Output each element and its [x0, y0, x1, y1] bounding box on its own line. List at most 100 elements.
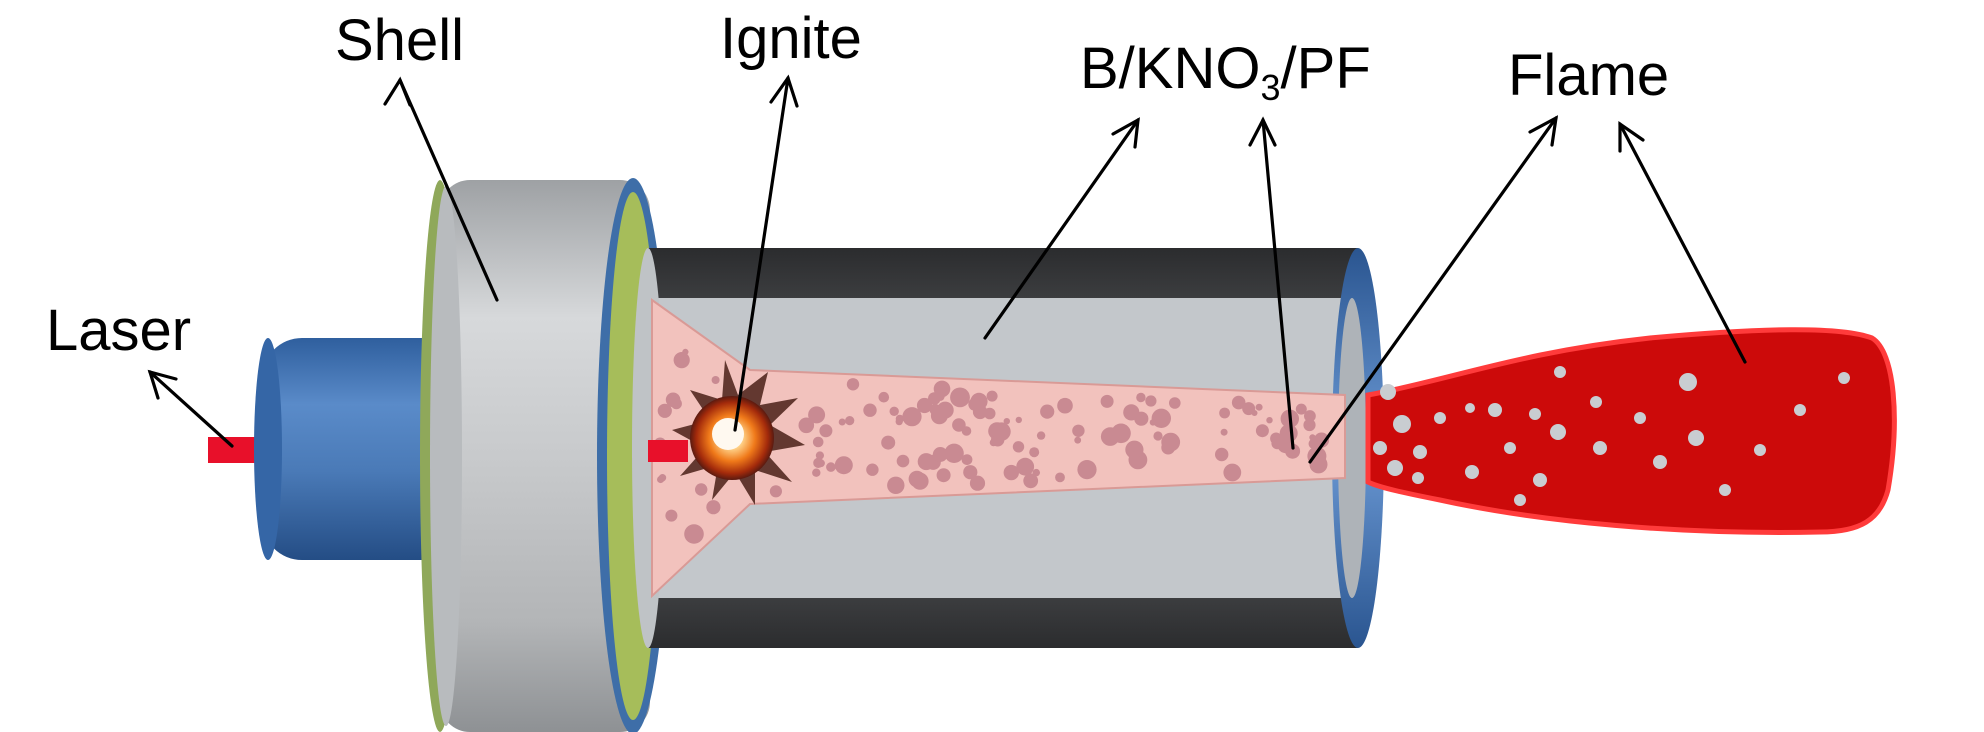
propellant-particle [1074, 436, 1082, 444]
arrow-ignite [733, 74, 799, 432]
propellant-particle [908, 470, 926, 488]
propellant-particles [653, 348, 1330, 544]
propellant-particle [935, 391, 945, 401]
propellant-particle [1153, 431, 1163, 441]
propellant-particle [1161, 432, 1181, 452]
propellant-particle [895, 414, 904, 423]
arrow-propellant-1 [983, 117, 1140, 340]
propellant-particle [1055, 472, 1065, 483]
propellant-particle [1279, 424, 1298, 443]
propellant-particle [1029, 447, 1040, 458]
propellant-particle [986, 390, 998, 402]
propellant-particle [846, 378, 860, 391]
propellant-particle [1308, 438, 1320, 450]
propellant-particle [809, 409, 822, 422]
arrow-flame-1 [1308, 115, 1559, 464]
propellant-particle [863, 403, 877, 417]
propellant-particle [1231, 395, 1246, 410]
propellant-particle [917, 453, 935, 471]
propellant-particle [813, 457, 824, 468]
propellant-particle [1111, 423, 1131, 444]
label-propellant-main: B/KNO [1080, 36, 1261, 101]
propellant-particle [902, 407, 922, 427]
propellant-particle [812, 468, 821, 477]
arrow-propellant-2 [1248, 116, 1295, 450]
propellant-particle [1012, 441, 1025, 453]
propellant-particle [1003, 464, 1019, 481]
label-flame: Flame [1508, 43, 1669, 108]
label-propellant-tail: /PF [1281, 36, 1371, 101]
propellant-particle [1072, 424, 1085, 437]
propellant-particle [838, 418, 846, 426]
propellant-particle [769, 485, 783, 498]
propellant-particle [936, 401, 954, 419]
propellant-particle [1032, 468, 1041, 477]
propellant-particle [1036, 431, 1046, 440]
propellant-particle [815, 451, 825, 460]
propellant-particle [1145, 395, 1157, 407]
propellant-particle [798, 417, 815, 434]
label-propellant: B/KNO3/PF [1080, 36, 1371, 108]
propellant-particle [1223, 463, 1242, 482]
propellant-particle [969, 475, 986, 491]
label-laser: Laser [46, 298, 191, 363]
propellant-particle [658, 474, 667, 482]
arrow-laser [147, 369, 234, 448]
propellant-particle [1015, 416, 1022, 424]
propellant-particle [896, 454, 910, 468]
label-shell: Shell [335, 8, 464, 73]
propellant-particle [665, 509, 678, 522]
arrow-shell [383, 76, 499, 302]
propellant-particle [819, 424, 833, 438]
leader-arrows [147, 74, 1747, 464]
propellant-particle [889, 406, 899, 416]
propellant-particle [991, 424, 1005, 439]
propellant-particle [1016, 457, 1035, 476]
propellant-particle [878, 391, 890, 403]
propellant-particle [963, 465, 978, 480]
label-ignite: Ignite [720, 6, 862, 71]
propellant-particle [1215, 447, 1229, 462]
propellant-particle [936, 468, 951, 483]
propellant-particle [1040, 404, 1055, 419]
propellant-particle [1303, 418, 1316, 432]
propellant-particle [1266, 417, 1273, 424]
propellant-particle [952, 418, 966, 432]
propellant-particle [1255, 424, 1269, 438]
flame-plume [1365, 327, 1897, 535]
propellant-particle [1057, 397, 1073, 414]
propellant-particle [1003, 418, 1010, 425]
propellant-particle [826, 462, 836, 472]
propellant-particle [711, 376, 720, 384]
propellant-particle [1077, 460, 1097, 480]
propellant-particle [932, 447, 948, 462]
propellant-particle [1219, 407, 1230, 419]
propellant-particle [887, 476, 905, 494]
propellant-particle [950, 387, 970, 407]
flame-particles [1373, 366, 1850, 506]
propellant-particle [834, 456, 853, 475]
propellant-particle [968, 397, 982, 411]
propellant-particle [1295, 403, 1307, 415]
arrow-flame-2 [1618, 120, 1747, 364]
propellant-particle [695, 483, 708, 496]
propellant-particle [1100, 394, 1114, 408]
label-propellant-subscript: 3 [1261, 67, 1281, 108]
propellant-particle [1304, 410, 1316, 422]
propellant-particle [673, 352, 690, 369]
propellant-particle [1023, 473, 1039, 489]
propellant-funnel [651, 298, 1346, 599]
shell-ring [420, 178, 669, 732]
propellant-particle [916, 397, 933, 414]
propellant-particle [665, 392, 681, 408]
propellant-particle [1169, 397, 1181, 409]
propellant-particle [1242, 402, 1256, 416]
propellant-particle [706, 500, 721, 515]
propellant-particle [1255, 403, 1263, 411]
propellant-particle [944, 443, 964, 463]
propellant-particle [1151, 408, 1172, 428]
laser-housing [254, 338, 462, 560]
propellant-particle [1220, 428, 1228, 436]
propellant-particle [983, 407, 996, 420]
